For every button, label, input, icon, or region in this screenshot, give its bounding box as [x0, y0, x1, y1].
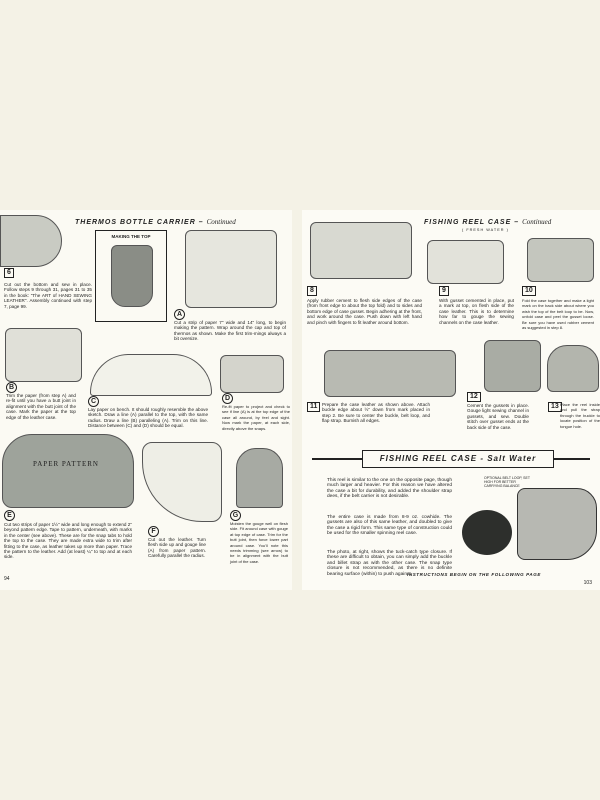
illustration-paper-pattern: PAPER PATTERN — [2, 434, 134, 508]
section-title: FISHING REEL CASE - Salt Water — [362, 450, 554, 468]
illustration-gusset — [427, 240, 504, 284]
step-label: G — [230, 510, 241, 521]
illustration-sewn-carrier — [0, 215, 62, 267]
photo-caption: OPTIONAL BELT LOOP, SET HIGH FOR BETTER … — [484, 476, 530, 488]
step-text: Apply rubber cement to flesh side edges … — [307, 298, 422, 325]
illustration-fit-case — [236, 448, 283, 508]
page-subtitle: ( FRESH WATER ) — [462, 228, 509, 232]
step-label: 13 — [548, 402, 562, 412]
step-label: 11 — [307, 402, 321, 412]
step-text: Cut out the leather. Turn flesh side up … — [148, 537, 206, 559]
step-text: Prepare the case leather as shown above.… — [322, 402, 430, 424]
right-page: FISHING REEL CASE – Continued ( FRESH WA… — [302, 210, 600, 590]
step-text: Lay paper on bench. It should roughly re… — [88, 407, 208, 429]
illustration-refit — [220, 355, 284, 393]
photo-spinning-reel — [462, 510, 512, 555]
paragraph: The photo, at right, shows the tuck-catc… — [327, 550, 452, 577]
illustration-trim-paper — [5, 328, 82, 382]
illustration-apply-cement — [310, 222, 412, 279]
photo-reel-case — [517, 488, 597, 560]
step-label: A — [174, 309, 185, 320]
step-label: 6 — [4, 268, 14, 278]
illustration-case-leather — [324, 350, 456, 397]
step-label: D — [222, 393, 233, 404]
box-label: MAKING THE TOP — [111, 234, 151, 239]
step-label: C — [88, 396, 99, 407]
page-title: THERMOS BOTTLE CARRIER – Continued — [75, 218, 236, 226]
step-label: 12 — [467, 392, 481, 402]
illustration-fold-case — [527, 238, 594, 282]
step-text: With gusset cemented in place, put a mar… — [439, 298, 514, 325]
paragraph: This reel is similar to the one on the o… — [327, 478, 452, 500]
step-text: Trim the paper (from step A) and re-fit … — [6, 393, 76, 420]
step-label: 10 — [522, 286, 536, 296]
step-text: Cut a strip of paper 7" wide and 14" lon… — [174, 320, 286, 342]
step-text: Fold the case together and make a light … — [522, 298, 594, 331]
footer-note: INSTRUCTIONS BEGIN ON THE FOLLOWING PAGE — [407, 572, 541, 577]
illustration-gusset-sewn — [484, 340, 541, 392]
step-label: 8 — [307, 286, 317, 296]
illustration-pattern-sketch — [90, 354, 212, 396]
page-number: 103 — [583, 580, 592, 586]
step-label: 9 — [439, 286, 449, 296]
step-label: E — [4, 510, 15, 521]
illustration-leather-cut — [142, 442, 222, 522]
step-text: Cut two strips of paper 1½" wide and lon… — [4, 522, 132, 560]
left-page: THERMOS BOTTLE CARRIER – Continued MAKIN… — [0, 210, 292, 590]
illustration-thermos-top — [111, 245, 153, 307]
page-number: 94 — [4, 576, 10, 582]
step-text: Moisten the gouge well on flesh side. Fi… — [230, 521, 288, 564]
step-label: F — [148, 526, 159, 537]
step-text: Place the reel inside and pull the strap… — [560, 402, 600, 429]
paragraph: The entire case is made from 8-9 oz. cow… — [327, 515, 452, 537]
page-title: FISHING REEL CASE – Continued — [424, 218, 552, 226]
step-label: B — [6, 382, 17, 393]
pattern-label: PAPER PATTERN — [33, 460, 99, 468]
making-top-box: MAKING THE TOP — [95, 230, 167, 322]
illustration-pattern-wrap — [185, 230, 277, 308]
step-text: Cement the gussets in place. Gouge light… — [467, 403, 529, 430]
step-text: Cut out the bottom and sew in place. Fol… — [4, 282, 92, 309]
step-text: Re-fit paper to project and check to see… — [222, 404, 290, 431]
illustration-finished-case — [547, 345, 599, 392]
